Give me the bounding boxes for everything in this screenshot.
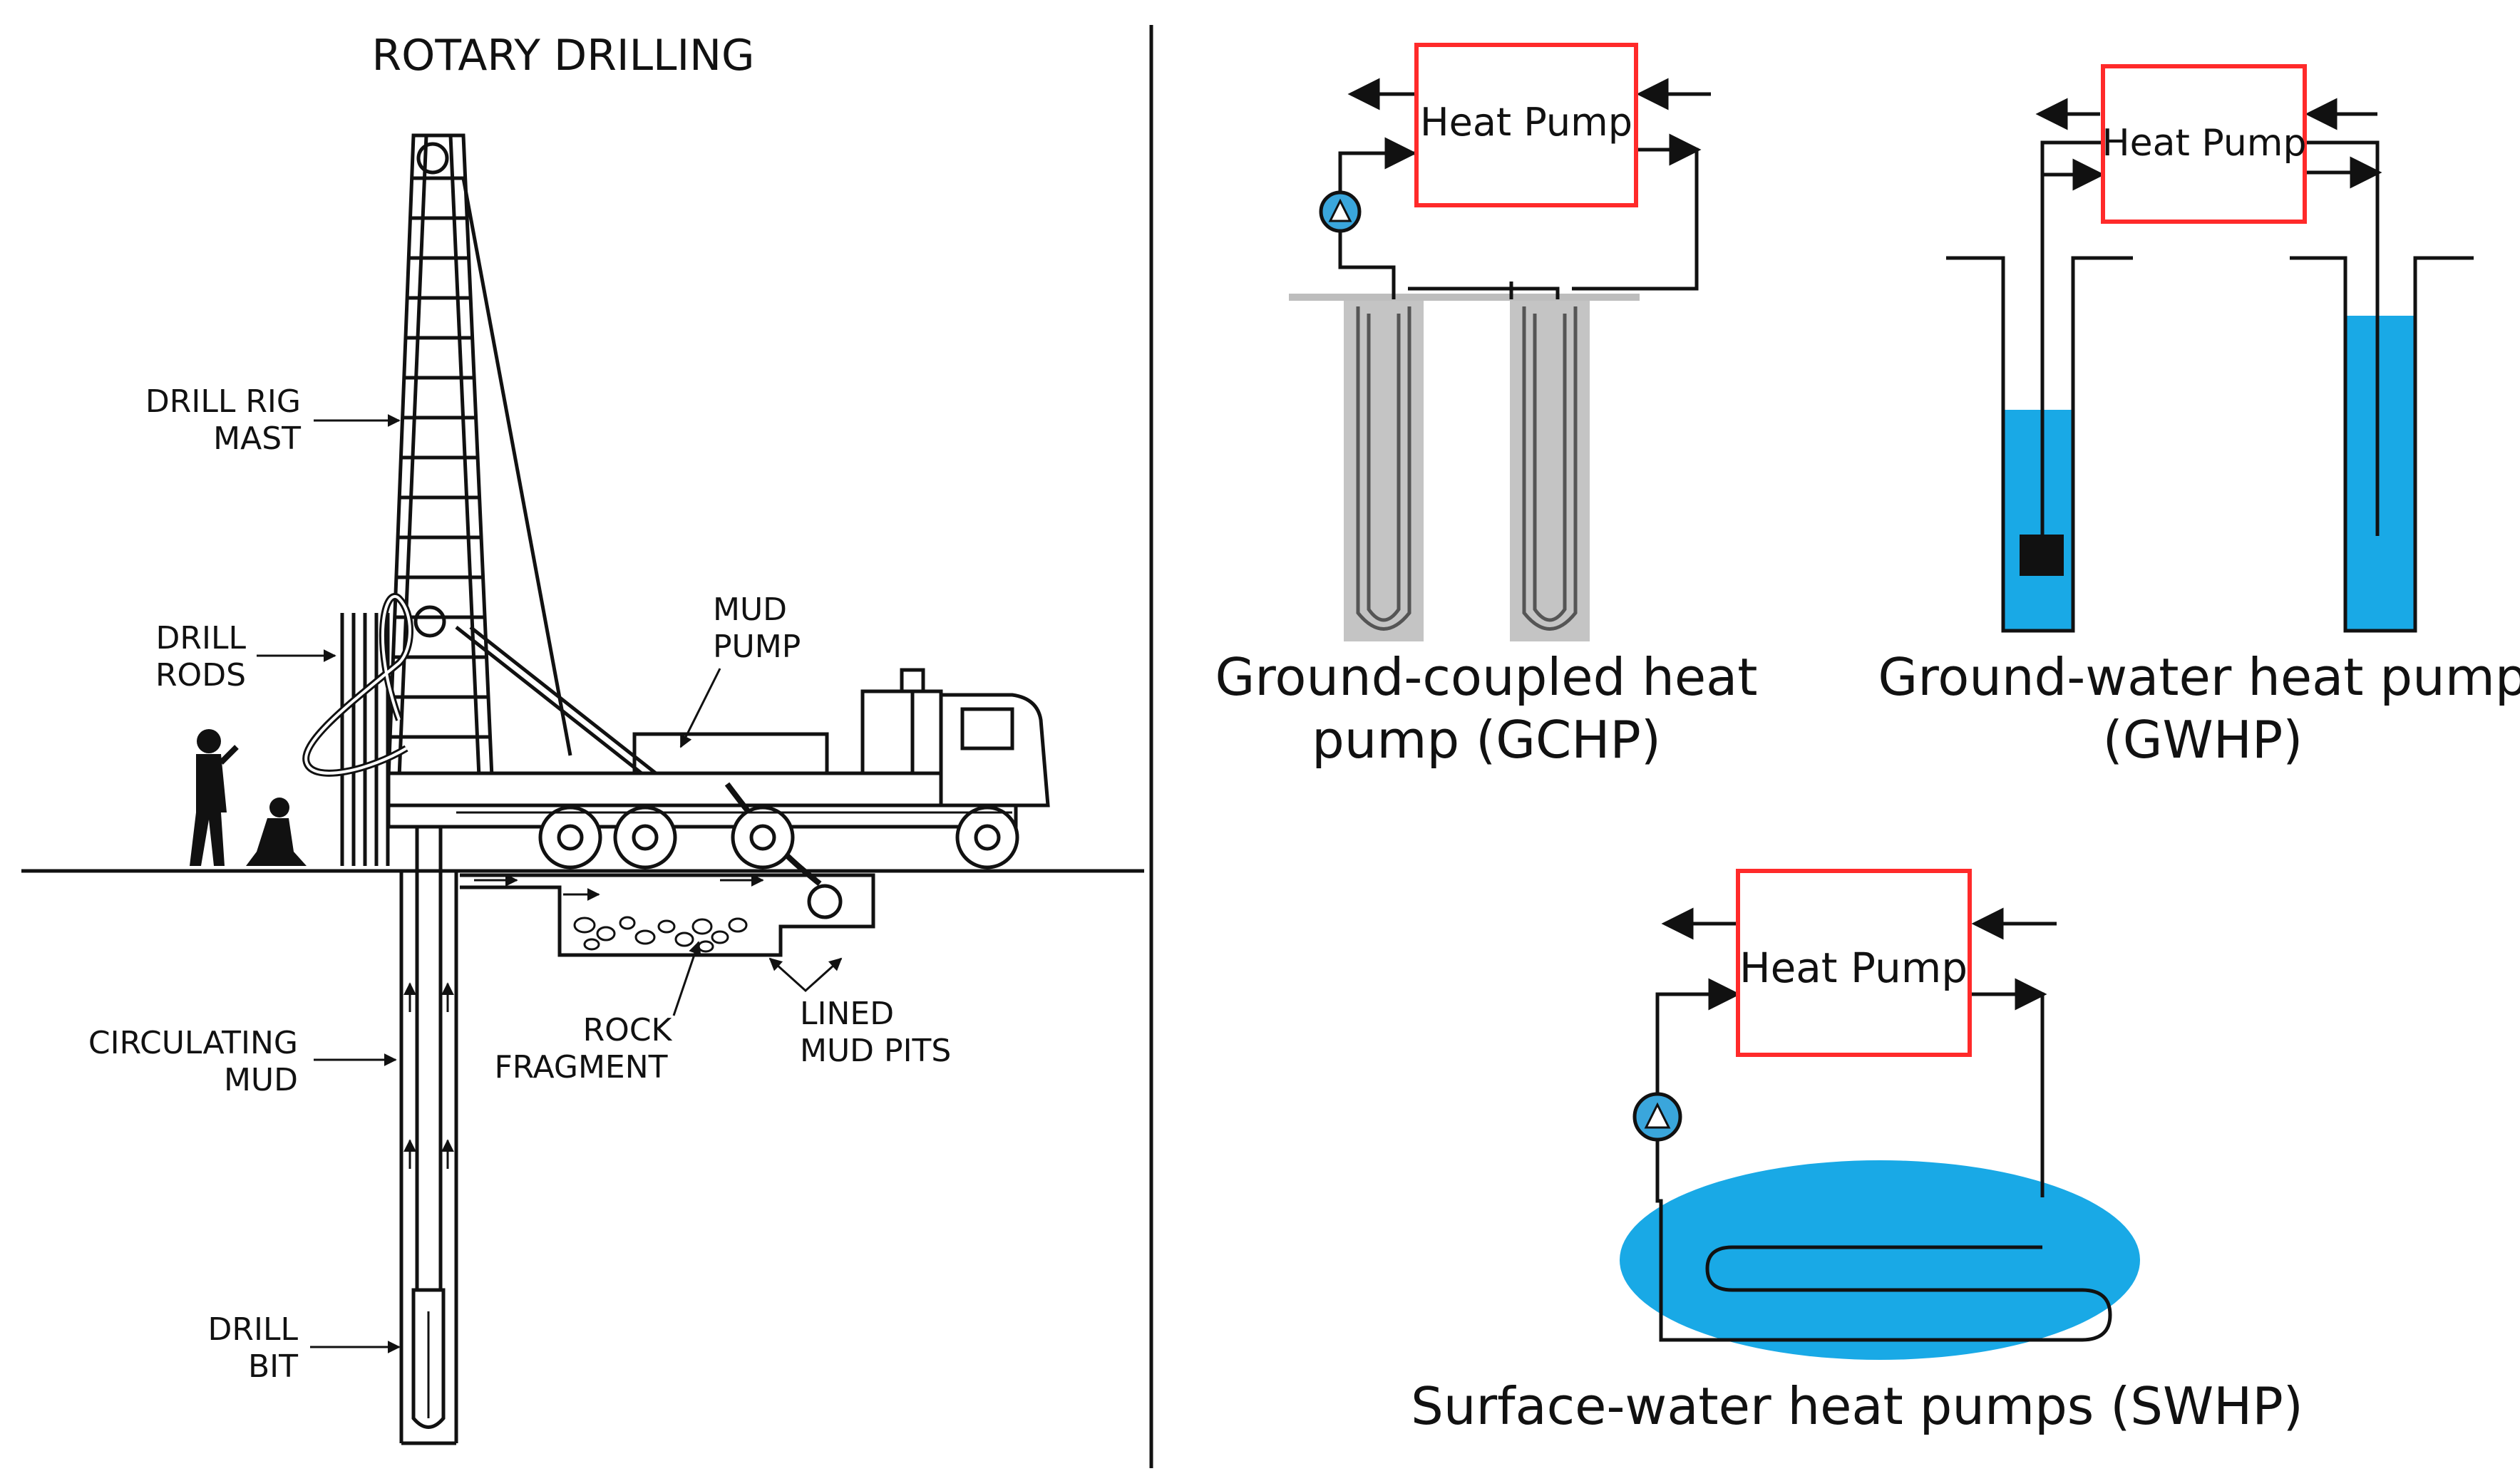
drill-rig-mast bbox=[386, 133, 572, 779]
label-circulating-mud: CIRCULATING bbox=[88, 1025, 298, 1061]
label-drill-bit: DRILL bbox=[208, 1311, 299, 1348]
label-mud-pump-2: PUMP bbox=[713, 629, 801, 665]
swhp-heat-pump-box bbox=[1736, 869, 1972, 1057]
gchp-borehole-1 bbox=[1344, 301, 1424, 641]
label-drill-rods-2: RODS bbox=[155, 657, 246, 693]
swhp-diagram: Heat Pump Surface-water heat pumps (SWHP… bbox=[1411, 869, 2303, 1436]
leader-rock-fragment bbox=[672, 941, 701, 1016]
gchp-borehole-2 bbox=[1510, 301, 1590, 641]
gwhp-heat-pump-label: Heat Pump bbox=[2102, 122, 2307, 165]
label-drill-rig-mast: DRILL RIG bbox=[145, 383, 301, 420]
gchp-diagram: Heat Pump Ground-coupled heat pump (GCHP… bbox=[1215, 43, 1758, 770]
gchp-heat-pump-label: Heat Pump bbox=[1420, 100, 1632, 145]
gwhp-diagram: Heat Pump Ground-water heat pump (GWHP) bbox=[1878, 64, 2520, 770]
swhp-caption: Surface-water heat pumps (SWHP) bbox=[1411, 1376, 2303, 1436]
label-lined-mud-pits-2: MUD PITS bbox=[800, 1033, 951, 1069]
gchp-pump-icon bbox=[1319, 190, 1362, 233]
lined-mud-pits bbox=[460, 873, 875, 957]
swhp-pump-icon bbox=[1632, 1092, 1682, 1142]
gchp-caption: Ground-coupled heat bbox=[1215, 647, 1758, 707]
gchp-heat-pump-box bbox=[1414, 43, 1638, 207]
gchp-ground-surface bbox=[1289, 294, 1640, 301]
gwhp-production-well bbox=[1946, 175, 2133, 633]
label-rock-fragment: ROCK bbox=[583, 1012, 673, 1048]
leader-mud-pump bbox=[679, 668, 721, 748]
gwhp-caption: Ground-water heat pump bbox=[1878, 647, 2520, 707]
drill-truck bbox=[386, 626, 1050, 887]
gwhp-heat-pump-box bbox=[2101, 64, 2307, 224]
workers-silhouette bbox=[190, 729, 307, 866]
gchp-caption-2: pump (GCHP) bbox=[1312, 710, 1661, 770]
rotary-drilling-title: ROTARY DRILLING bbox=[371, 31, 754, 81]
borehole bbox=[399, 820, 458, 1445]
label-drill-rig-mast-2: MAST bbox=[213, 420, 301, 457]
label-drill-bit-2: BIT bbox=[248, 1348, 298, 1385]
gwhp-submersible-pump bbox=[2020, 535, 2064, 576]
rock-fragments bbox=[573, 916, 748, 953]
swhp-heat-pump-label: Heat Pump bbox=[1739, 944, 1968, 992]
leader-mud-pits bbox=[768, 957, 843, 993]
label-rock-fragment-2: FRAGMENT bbox=[494, 1049, 667, 1085]
gwhp-caption-2: (GWHP) bbox=[2103, 710, 2303, 770]
rotary-drilling-panel: ROTARY DRILLING bbox=[21, 31, 1144, 1445]
label-mud-pump: MUD bbox=[713, 592, 787, 628]
label-circulating-mud-2: MUD bbox=[224, 1062, 298, 1098]
swhp-water-body bbox=[1620, 1160, 2140, 1360]
gwhp-injection-well bbox=[2290, 172, 2474, 633]
label-lined-mud-pits: LINED bbox=[800, 996, 894, 1032]
label-drill-rods: DRILL bbox=[156, 620, 247, 656]
